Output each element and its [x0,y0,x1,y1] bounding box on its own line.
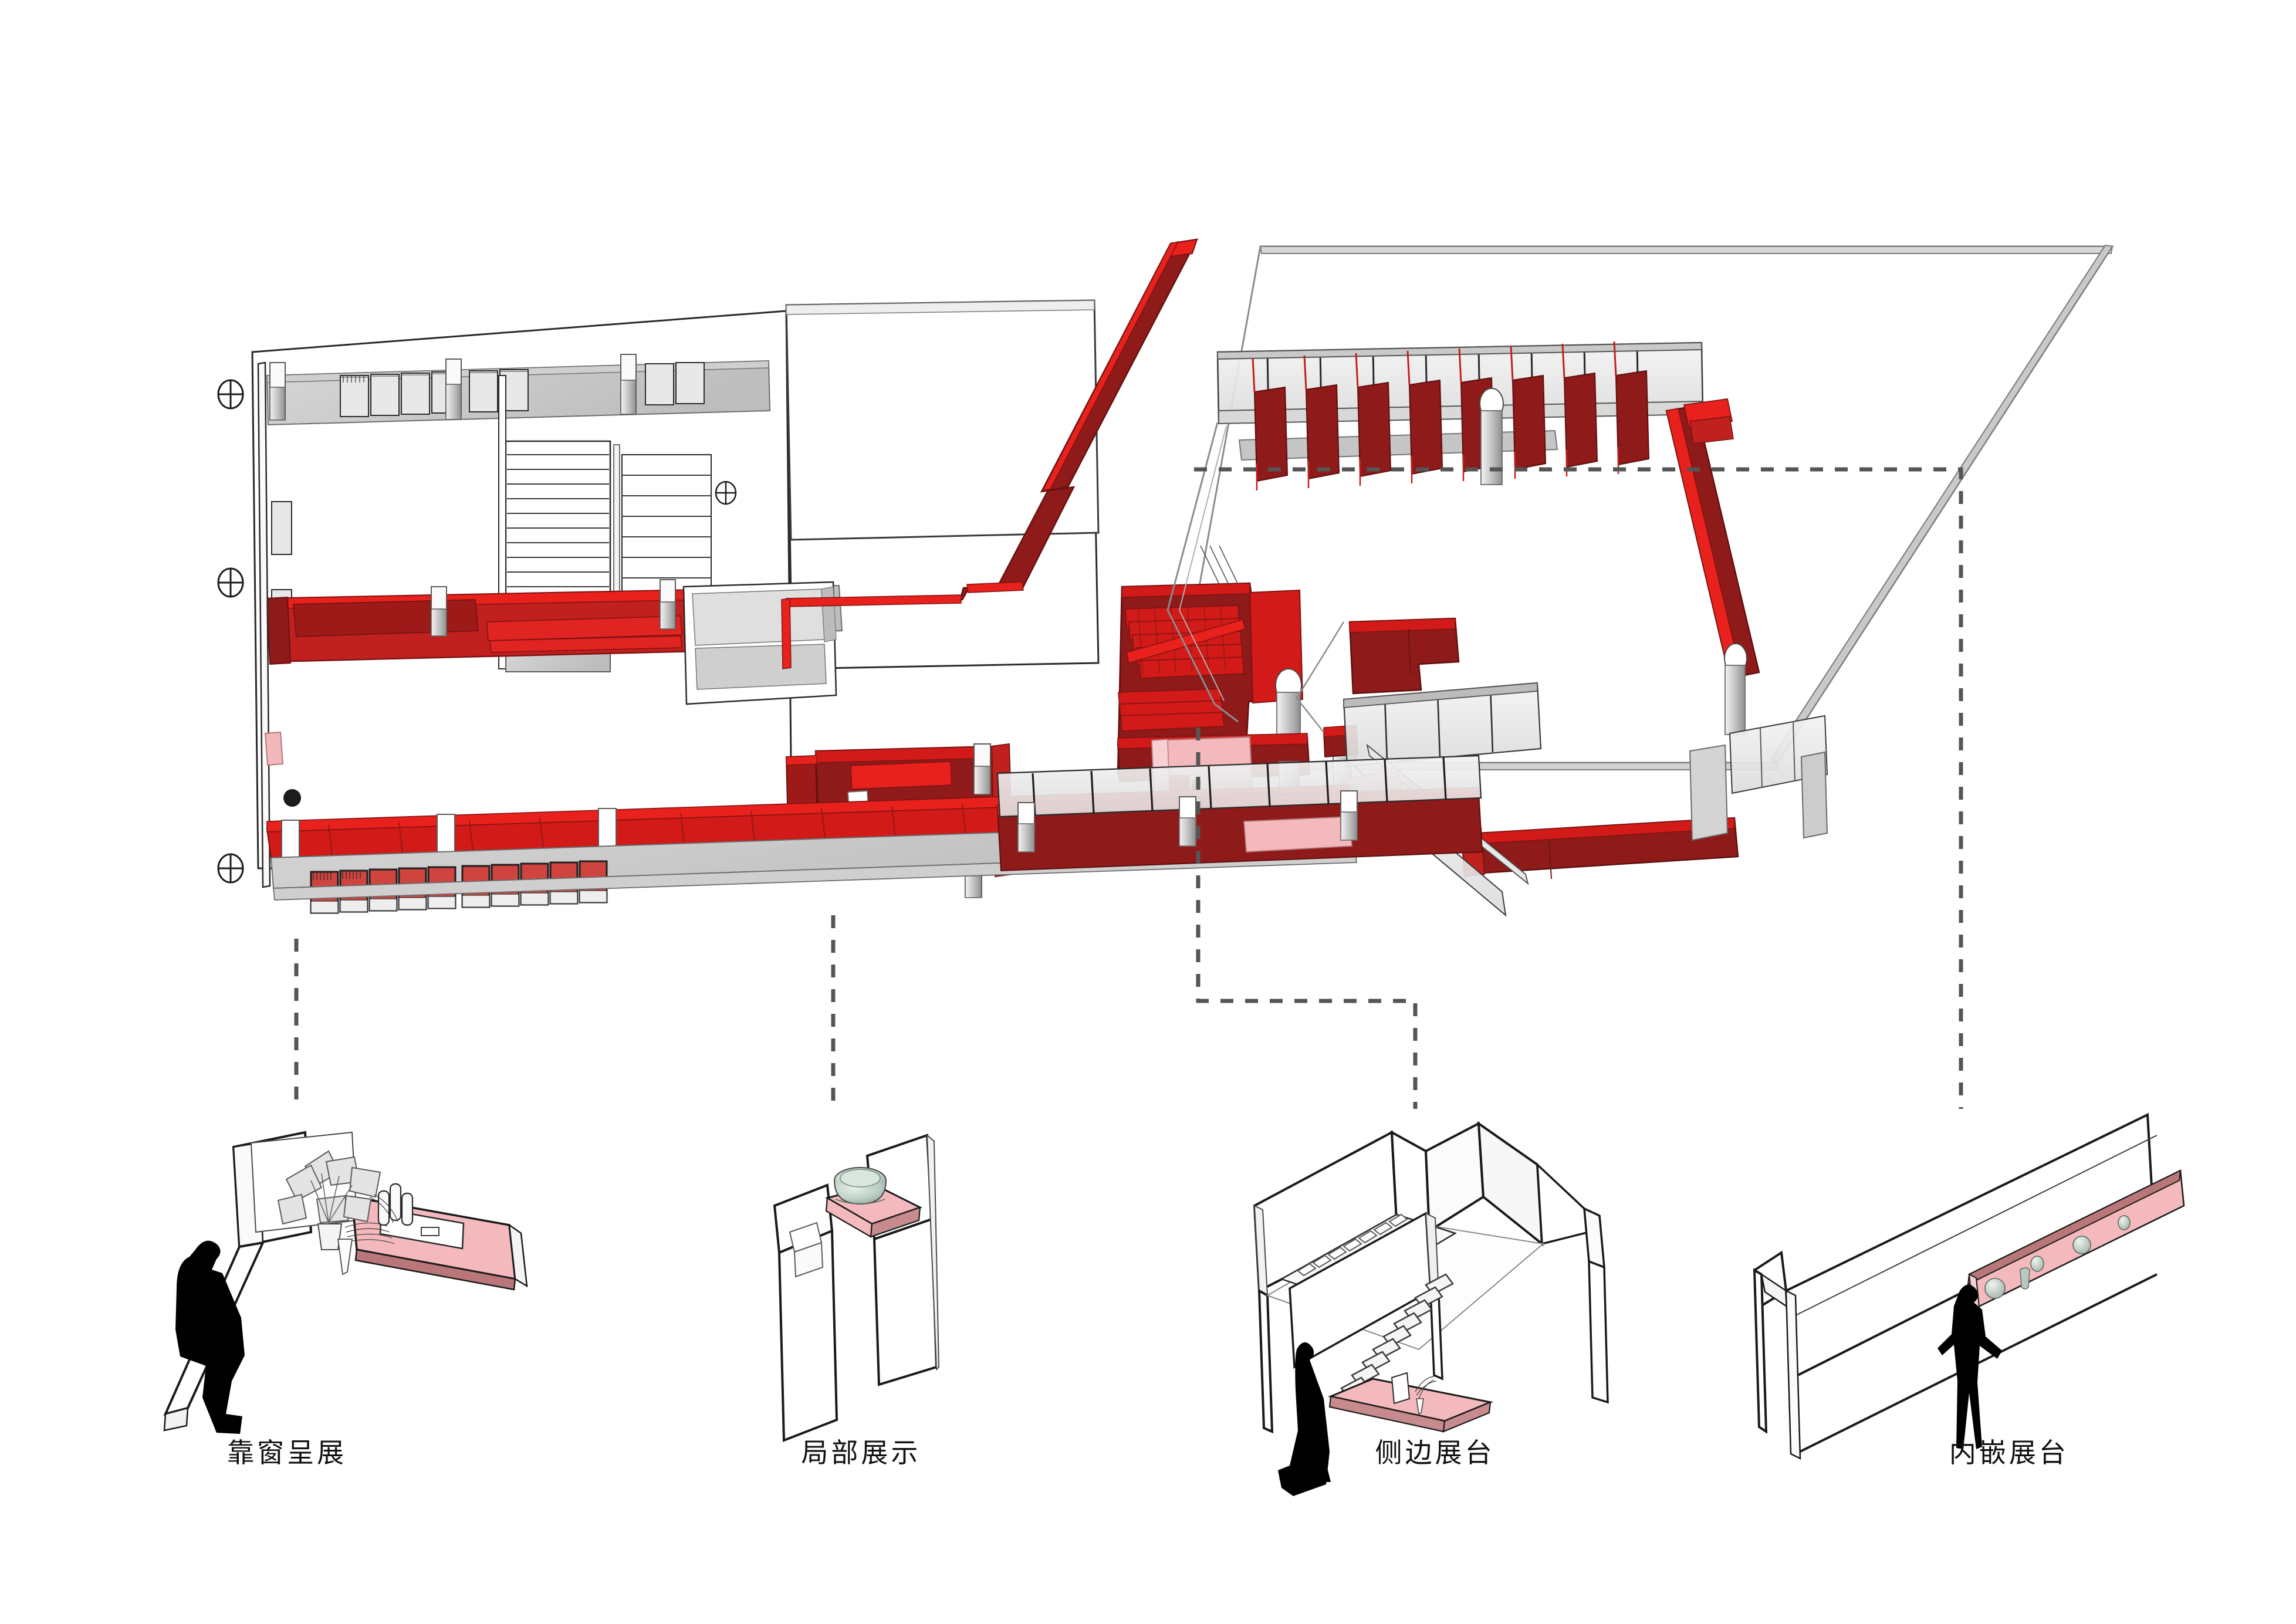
glass-spheres [1984,1215,2131,1299]
standing-figure-silhouette [1937,1284,2002,1449]
west-perimeter-wall [257,361,301,888]
right-wing-gallery [1216,341,1828,879]
stair-treads-lower [1118,688,1225,732]
north-window-mullions [343,376,364,383]
leader-line-3 [1196,728,1418,1109]
detail-window-display [163,1131,528,1434]
detail-partial-display [773,1134,940,1442]
planter-foliage [277,1150,398,1275]
red-vertical-fins [1252,341,1650,490]
leader-line-4 [1194,467,1963,1109]
seated-figure-silhouette [175,1240,245,1434]
right-wing-thin-outline [1166,422,1345,733]
south-facade-band [266,755,1483,914]
glass-bowl-object [834,1167,887,1205]
mid-left-grey-mass [682,581,837,705]
west-red-counter-band [266,579,843,665]
south-glass-mullions [1032,756,1447,816]
detail-inset-platform [1753,1112,2185,1460]
centre-white-room [785,299,1100,541]
fin-hanger-rods [1252,341,1617,393]
detail-side-platform [1253,1121,1609,1496]
columns-north [269,354,637,421]
diagonal-red-ramp-wall [781,238,1199,669]
grid-markers [217,379,737,884]
standing-figure-silhouette [1278,1342,1331,1496]
